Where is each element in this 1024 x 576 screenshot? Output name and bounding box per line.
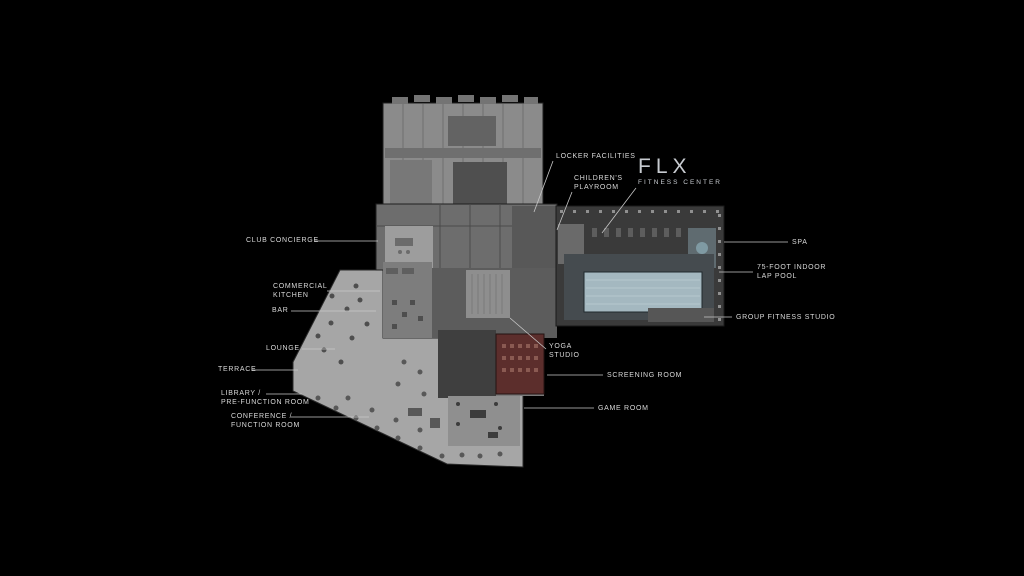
floor-plan	[252, 95, 788, 468]
flx-logo-name: FLX	[638, 155, 692, 178]
flx-logo-tagline: FITNESS CENTER	[638, 179, 722, 186]
label-lounge: LOUNGE	[266, 345, 300, 352]
label-locker-facilities: LOCKER FACILITIES	[556, 153, 636, 160]
area-yoga-studio	[466, 270, 510, 318]
label-game-room: GAME ROOM	[598, 405, 649, 412]
colonnade-right	[718, 214, 721, 321]
label-spa: SPA	[792, 239, 808, 246]
leader-locker-facilities	[533, 160, 554, 213]
label-terrace: TERRACE	[218, 366, 257, 373]
area-locker-facilities	[512, 206, 558, 268]
area-group-fitness-studio	[648, 308, 714, 322]
label-club-concierge: CLUB CONCIERGE	[246, 237, 319, 244]
tower-footprint	[382, 95, 544, 206]
label-library-prefunction: LIBRARY / PRE-FUNCTION ROOM	[221, 390, 310, 406]
label-group-fitness-studio: GROUP FITNESS STUDIO	[736, 314, 836, 321]
area-game-room	[448, 396, 520, 446]
area-bar-kitchen	[383, 262, 432, 338]
flx-logo: FLX FITNESS CENTER	[638, 156, 722, 186]
leader-yoga	[509, 317, 547, 350]
label-commercial-kitchen: COMMERCIAL KITCHEN	[273, 283, 328, 299]
area-fitness-center	[555, 205, 725, 327]
area-core	[438, 330, 496, 398]
leader-lines	[252, 160, 788, 418]
colonnade-top	[560, 210, 719, 213]
label-childrens-playroom: CHILDREN'S PLAYROOM	[574, 175, 623, 191]
area-screening-room	[495, 333, 545, 395]
area-club-concierge	[385, 226, 433, 268]
leader-childrens-playroom	[556, 191, 573, 231]
label-lap-pool: 75-FOOT INDOOR LAP POOL	[757, 264, 827, 280]
label-screening-room: SCREENING ROOM	[607, 372, 683, 379]
leader-flx	[601, 187, 637, 234]
label-bar: BAR	[272, 307, 289, 314]
label-conference-function: CONFERENCE / FUNCTION ROOM	[231, 413, 300, 429]
label-yoga-studio: YOGA STUDIO	[549, 343, 580, 359]
area-lap-pool	[583, 271, 703, 313]
